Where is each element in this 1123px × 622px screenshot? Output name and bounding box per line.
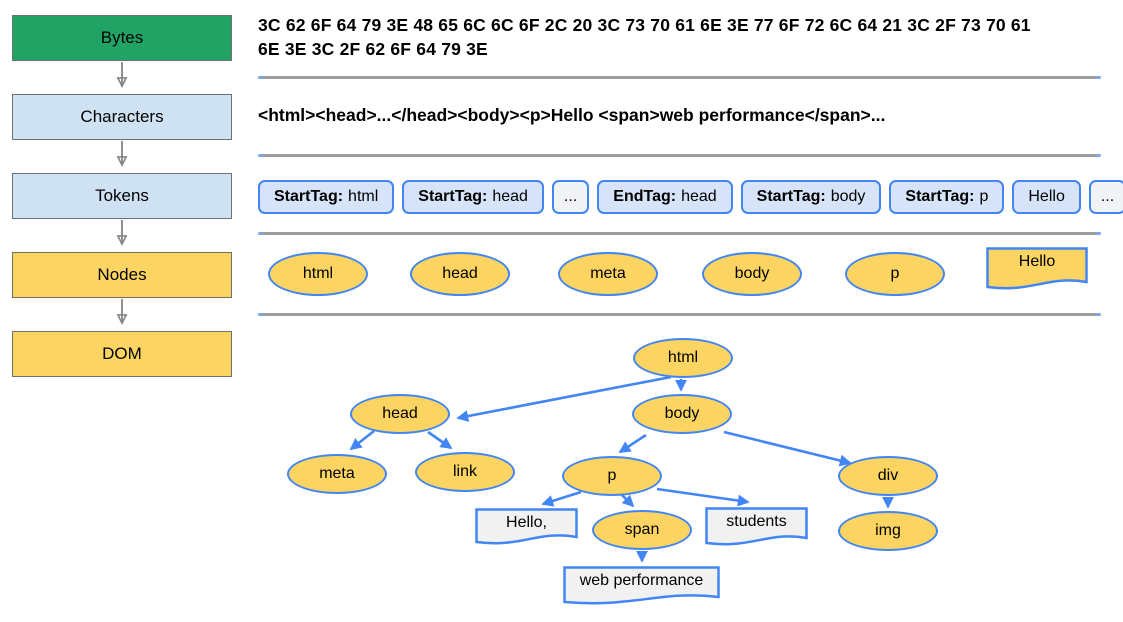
node-label: meta xyxy=(590,265,626,282)
token-value: Hello xyxy=(1028,188,1065,205)
tokens-row: StartTag:html StartTag:head ... EndTag:h… xyxy=(258,180,1123,214)
node-ellipse-html: html xyxy=(268,252,368,296)
divider-line xyxy=(258,76,1101,79)
stage-label-bytes: Bytes xyxy=(100,28,144,47)
dom-node-label: web performance xyxy=(579,572,704,589)
token-type: StartTag: xyxy=(905,188,975,205)
dom-node-label: html xyxy=(667,349,699,366)
dom-node-label: body xyxy=(664,405,700,422)
edge-head-meta xyxy=(349,429,375,451)
token-value: head xyxy=(492,188,528,205)
node-ellipse-body: body xyxy=(702,252,802,296)
edge-body-div xyxy=(723,430,852,467)
dom-node-img: img xyxy=(838,511,938,551)
dom-node-html: html xyxy=(633,338,733,378)
divider-line xyxy=(258,232,1101,235)
token-text-hello: Hello xyxy=(1012,180,1081,214)
token-value: p xyxy=(979,188,989,205)
token-starttag-body: StartTag:body xyxy=(740,180,882,214)
bytes-hex-line-2: 6E 3E 3C 2F 62 6F 64 79 3E xyxy=(258,39,488,59)
node-textnode-hello: Hello xyxy=(986,247,1088,290)
dom-node-label: div xyxy=(877,467,899,484)
stage-box-characters: Characters xyxy=(12,94,232,140)
token-ellipsis: ... xyxy=(551,180,590,214)
token-type: EndTag: xyxy=(613,188,677,205)
dom-node-label: meta xyxy=(319,465,355,482)
edge-head-link xyxy=(427,430,453,450)
divider-line xyxy=(258,313,1101,316)
token-ellipsis: ... xyxy=(1088,180,1123,214)
dom-node-p: p xyxy=(562,456,662,496)
stage-box-tokens: Tokens xyxy=(12,173,232,219)
edge-p-text-hello xyxy=(541,490,582,507)
dom-node-head: head xyxy=(350,394,450,434)
token-value: ... xyxy=(563,188,578,205)
edge-p-span xyxy=(620,493,635,508)
edge-body-p xyxy=(618,433,647,454)
dom-node-body: body xyxy=(632,394,732,434)
edge-p-text-students xyxy=(656,487,750,507)
token-value: body xyxy=(830,188,866,205)
divider-line xyxy=(258,154,1101,157)
dom-textnode-students: students xyxy=(705,507,808,546)
dom-node-meta: meta xyxy=(287,454,387,494)
stage-box-nodes: Nodes xyxy=(12,252,232,298)
dom-node-label: span xyxy=(624,521,660,538)
stage-box-bytes: Bytes xyxy=(12,15,232,61)
stage-label-dom: DOM xyxy=(102,344,142,363)
dom-node-link: link xyxy=(415,452,515,492)
node-label: html xyxy=(302,265,334,282)
token-starttag-head: StartTag:head xyxy=(402,180,544,214)
dom-node-label: students xyxy=(726,513,787,530)
dom-textnode-hello: Hello, xyxy=(475,508,578,545)
token-value: head xyxy=(681,188,717,205)
node-label: body xyxy=(734,265,770,282)
dom-node-label: Hello, xyxy=(506,514,547,531)
node-ellipse-meta: meta xyxy=(558,252,658,296)
node-ellipse-head: head xyxy=(410,252,510,296)
node-label: Hello xyxy=(1018,253,1056,270)
token-value: ... xyxy=(1100,188,1115,205)
dom-node-span: span xyxy=(592,510,692,550)
dom-node-div: div xyxy=(838,456,938,496)
stage-label-characters: Characters xyxy=(80,107,164,126)
stage-box-dom: DOM xyxy=(12,331,232,377)
bytes-hex-text: 3C 62 6F 64 79 3E 48 65 6C 6C 6F 2C 20 3… xyxy=(258,13,1078,61)
bytes-hex-line-1: 3C 62 6F 64 79 3E 48 65 6C 6C 6F 2C 20 3… xyxy=(258,15,1031,35)
token-type: StartTag: xyxy=(756,188,826,205)
characters-markup-text: <html><head>...</head><body><p>Hello <sp… xyxy=(258,105,886,125)
token-type: StartTag: xyxy=(274,188,344,205)
dom-node-label: p xyxy=(607,467,617,484)
node-ellipse-p: p xyxy=(845,252,945,296)
dom-textnode-web-performance: web performance xyxy=(563,566,720,605)
stage-label-nodes: Nodes xyxy=(97,265,147,284)
stage-label-tokens: Tokens xyxy=(95,186,149,205)
dom-node-label: link xyxy=(452,463,477,480)
token-value: html xyxy=(348,188,379,205)
dom-node-label: head xyxy=(382,405,418,422)
dom-node-label: img xyxy=(875,522,901,539)
token-endtag-head: EndTag:head xyxy=(597,180,733,214)
token-type: StartTag: xyxy=(418,188,488,205)
token-starttag-html: StartTag:html xyxy=(258,180,395,214)
token-starttag-p: StartTag:p xyxy=(889,180,1005,214)
node-label: p xyxy=(890,265,900,282)
node-label: head xyxy=(442,265,478,282)
